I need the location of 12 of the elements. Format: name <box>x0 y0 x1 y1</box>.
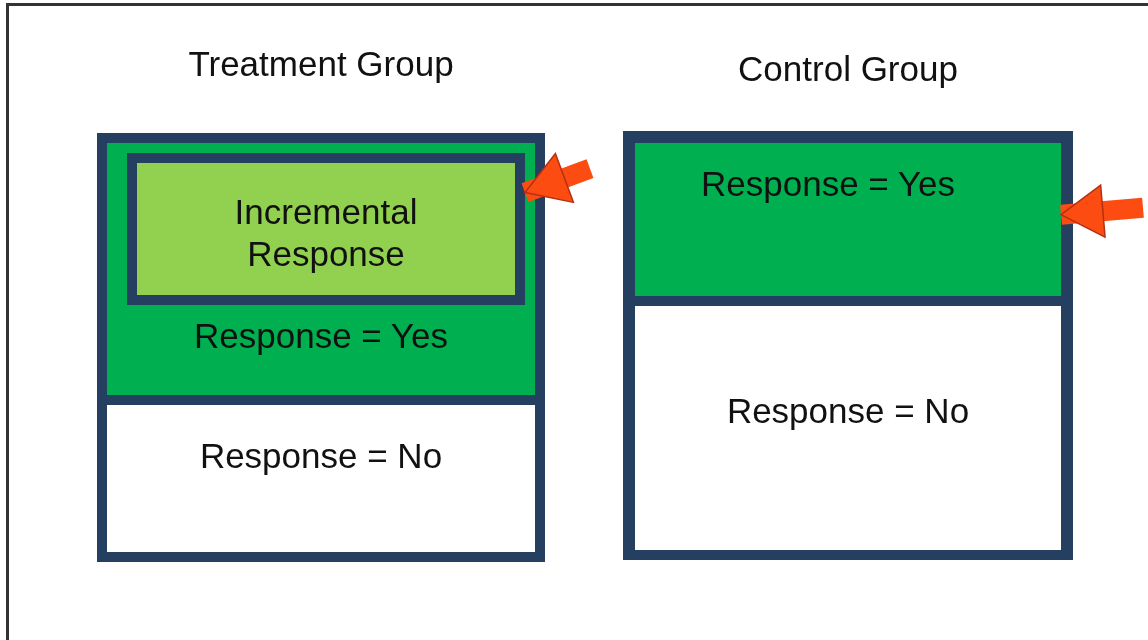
band-label: Response = No <box>199 435 443 477</box>
band-label: Response = Yes <box>194 315 448 357</box>
group-heading: Treatment Group <box>188 43 454 85</box>
block-arrow <box>1060 184 1144 238</box>
band-label: Response = Yes <box>701 163 955 205</box>
group-heading: Control Group <box>738 48 958 90</box>
block-arrow <box>521 152 594 204</box>
band-label: Response = No <box>726 390 970 432</box>
incremental-box <box>127 153 525 305</box>
box-label: Incremental Response <box>233 191 419 275</box>
response-band <box>635 143 1061 306</box>
response-band <box>107 143 535 405</box>
